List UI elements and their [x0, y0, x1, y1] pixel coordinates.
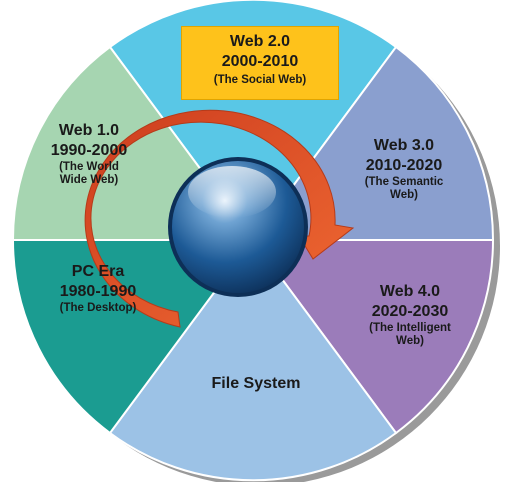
label-web-3-years: 2010-2020 [365, 157, 443, 174]
label-web-1-title: Web 1.0 [58, 122, 120, 139]
label-web-1-years: 1990-2000 [50, 142, 128, 159]
label-web-1-subtitle-line-2: Wide Web) [59, 174, 119, 186]
segment-web-4 [251, 239, 495, 435]
label-web-4: Web 4.0 2020-2030 (The Intelligent Web) [352, 282, 468, 348]
label-web-3-subtitle-line-2: Web) [390, 189, 418, 201]
label-pc-era-subtitle: (The Desktop) [59, 302, 137, 314]
segment-file-system [108, 238, 398, 482]
label-web-1-subtitle-line-1: (The World [59, 161, 119, 173]
label-web-3-subtitle-line-1: (The Semantic [364, 176, 444, 188]
label-web-2-years: 2000-2010 [221, 53, 299, 70]
center-sphere-highlight [188, 166, 276, 218]
label-file-system-title: File System [211, 375, 301, 392]
label-web-2-title: Web 2.0 [229, 33, 291, 50]
label-pc-era: PC Era 1980-1990 (The Desktop) [40, 262, 156, 315]
label-web-2-subtitle: (The Social Web) [213, 74, 307, 86]
label-pc-era-years: 1980-1990 [59, 283, 137, 300]
label-web-4-title: Web 4.0 [379, 283, 441, 300]
label-web-1: Web 1.0 1990-2000 (The World Wide Web) [26, 121, 152, 187]
cycle-arrow [84, 109, 355, 328]
label-file-system: File System [178, 374, 334, 394]
label-web-4-years: 2020-2030 [371, 303, 449, 320]
label-pc-era-title: PC Era [71, 263, 125, 280]
segment-pc-era [11, 239, 255, 435]
label-web-4-subtitle-line-1: (The Intelligent [369, 322, 451, 334]
label-web-4-subtitle-line-2: Web) [396, 335, 424, 347]
label-web-3: Web 3.0 2010-2020 (The Semantic Web) [347, 136, 461, 202]
label-web-3-title: Web 3.0 [373, 137, 435, 154]
label-web-2: Web 2.0 2000-2010 (The Social Web) [181, 26, 339, 100]
